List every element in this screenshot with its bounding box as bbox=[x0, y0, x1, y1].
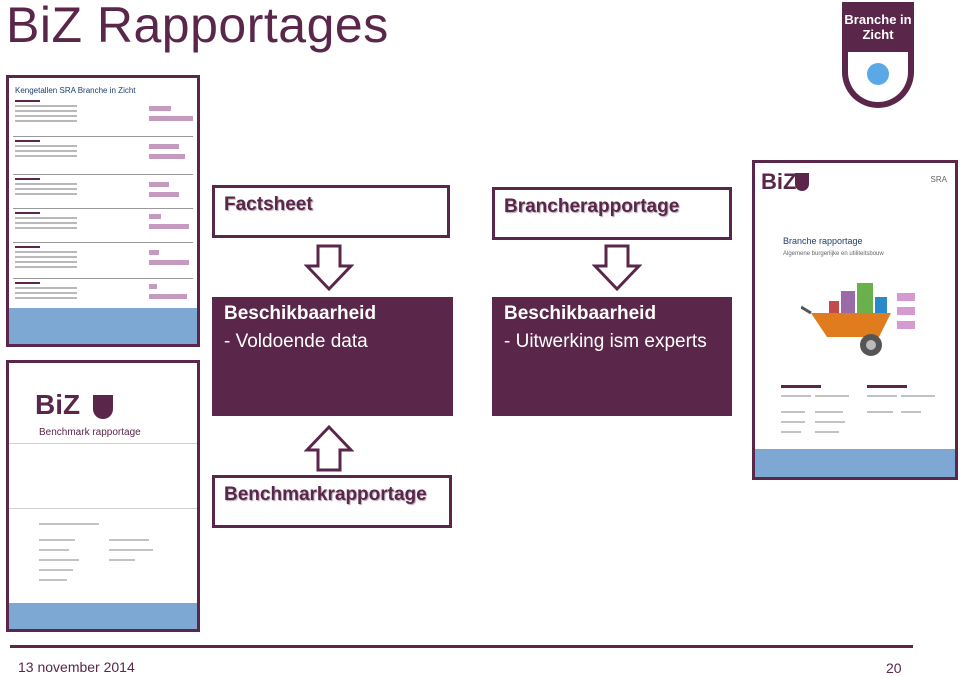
thumb-bar bbox=[149, 144, 179, 149]
biz-logo: BiZ bbox=[761, 169, 797, 194]
thumb-bar bbox=[149, 182, 169, 187]
footer-divider bbox=[10, 645, 913, 648]
thumb-heading-line bbox=[781, 385, 821, 388]
thumb-bar bbox=[149, 224, 189, 229]
box-right-heading: Beschikbaarheid bbox=[504, 303, 657, 324]
benchmark-thumbnail: BiZ Benchmark rapportage bbox=[6, 360, 200, 632]
thumb-text-line bbox=[39, 539, 75, 541]
thumb-text-line bbox=[815, 431, 839, 433]
thumb-text-line bbox=[781, 411, 805, 413]
thumb-bar bbox=[149, 260, 189, 265]
thumb-text-block bbox=[15, 178, 77, 206]
branche-thumbnail-title: Branche rapportage bbox=[783, 236, 863, 246]
biz-badge-icon bbox=[795, 173, 809, 191]
box-right-text: - Uitwerking ism experts bbox=[504, 331, 707, 352]
benchmarkrapportage-label: Benchmarkrapportage bbox=[212, 475, 452, 528]
thumb-bar bbox=[149, 192, 179, 197]
footer-date: 13 november 2014 bbox=[18, 659, 135, 675]
logo-text: Branche in Zicht bbox=[844, 12, 912, 42]
thumb-text-block bbox=[15, 246, 77, 274]
thumb-separator bbox=[13, 136, 193, 137]
thumb-bar bbox=[149, 116, 193, 121]
thumb-text-block bbox=[15, 212, 77, 240]
thumb-text-block bbox=[15, 282, 77, 310]
box-left-heading: Beschikbaarheid bbox=[224, 303, 377, 324]
thumb-text-block bbox=[15, 100, 77, 128]
thumb-text-line bbox=[901, 395, 935, 397]
availability-box-right: Beschikbaarheid - Uitwerking ism experts bbox=[492, 297, 732, 416]
factsheet-thumbnail: Kengetallen SRA Branche in Zicht bbox=[6, 75, 200, 347]
wheelbarrow-illustration bbox=[801, 283, 915, 356]
thumb-text-line bbox=[901, 411, 921, 413]
thumb-text-line bbox=[109, 549, 153, 551]
thumb-bar bbox=[149, 106, 171, 111]
thumb-text-line bbox=[815, 421, 845, 423]
thumb-footer bbox=[755, 449, 955, 477]
arrow-down-icon bbox=[592, 244, 642, 292]
factsheet-thumbnail-header: Kengetallen SRA Branche in Zicht bbox=[15, 86, 136, 95]
thumb-text-line bbox=[109, 539, 149, 541]
thumb-bar bbox=[149, 284, 157, 289]
thumb-footer bbox=[9, 308, 197, 344]
thumb-separator bbox=[13, 174, 193, 175]
thumb-text-line bbox=[39, 523, 99, 525]
thumb-bar bbox=[149, 294, 187, 299]
arrow-down-icon bbox=[304, 244, 354, 292]
thumb-text-line bbox=[867, 395, 897, 397]
branche-in-zicht-logo: Branche in Zicht bbox=[842, 2, 914, 110]
thumb-text-line bbox=[815, 395, 849, 397]
biz-logo: BiZ bbox=[35, 389, 81, 420]
brancherapportage-label: Brancherapportage bbox=[492, 187, 732, 240]
slide-title: BiZ Rapportages bbox=[6, 0, 389, 53]
thumb-separator bbox=[13, 208, 193, 209]
thumb-bar bbox=[149, 250, 159, 255]
thumb-separator bbox=[13, 278, 193, 279]
thumb-bar bbox=[149, 154, 185, 159]
thumb-separator bbox=[9, 443, 197, 444]
thumb-text-line bbox=[815, 411, 843, 413]
branche-thumbnail-subtitle: Algemene burgerlijke en utiliteitsbouw bbox=[783, 251, 884, 257]
thumb-text-block bbox=[15, 140, 77, 168]
benchmark-thumbnail-title: Benchmark rapportage bbox=[39, 427, 141, 438]
thumb-text-line bbox=[39, 579, 67, 581]
thumb-text-line bbox=[781, 395, 811, 397]
thumb-separator bbox=[13, 242, 193, 243]
thumb-footer bbox=[9, 603, 197, 629]
thumb-heading-line bbox=[867, 385, 907, 388]
thumb-text-line bbox=[867, 411, 893, 413]
arrow-up-icon bbox=[304, 424, 354, 472]
thumb-separator bbox=[9, 508, 197, 509]
availability-box-left: Beschikbaarheid - Voldoende data bbox=[212, 297, 453, 416]
thumb-text-line bbox=[39, 559, 79, 561]
thumb-text-line bbox=[39, 569, 73, 571]
thumb-text-line bbox=[781, 421, 805, 423]
thumb-bar bbox=[149, 214, 161, 219]
sra-logo: SRA bbox=[930, 175, 947, 184]
box-left-text: - Voldoende data bbox=[224, 331, 368, 352]
thumb-text-line bbox=[39, 549, 69, 551]
page-number: 20 bbox=[886, 660, 902, 676]
factsheet-label: Factsheet bbox=[212, 185, 450, 238]
thumb-text-line bbox=[781, 431, 801, 433]
thumb-text-line bbox=[109, 559, 135, 561]
biz-badge-icon bbox=[93, 395, 113, 419]
branche-thumbnail: BiZ SRA Branche rapportage Algemene burg… bbox=[752, 160, 958, 480]
